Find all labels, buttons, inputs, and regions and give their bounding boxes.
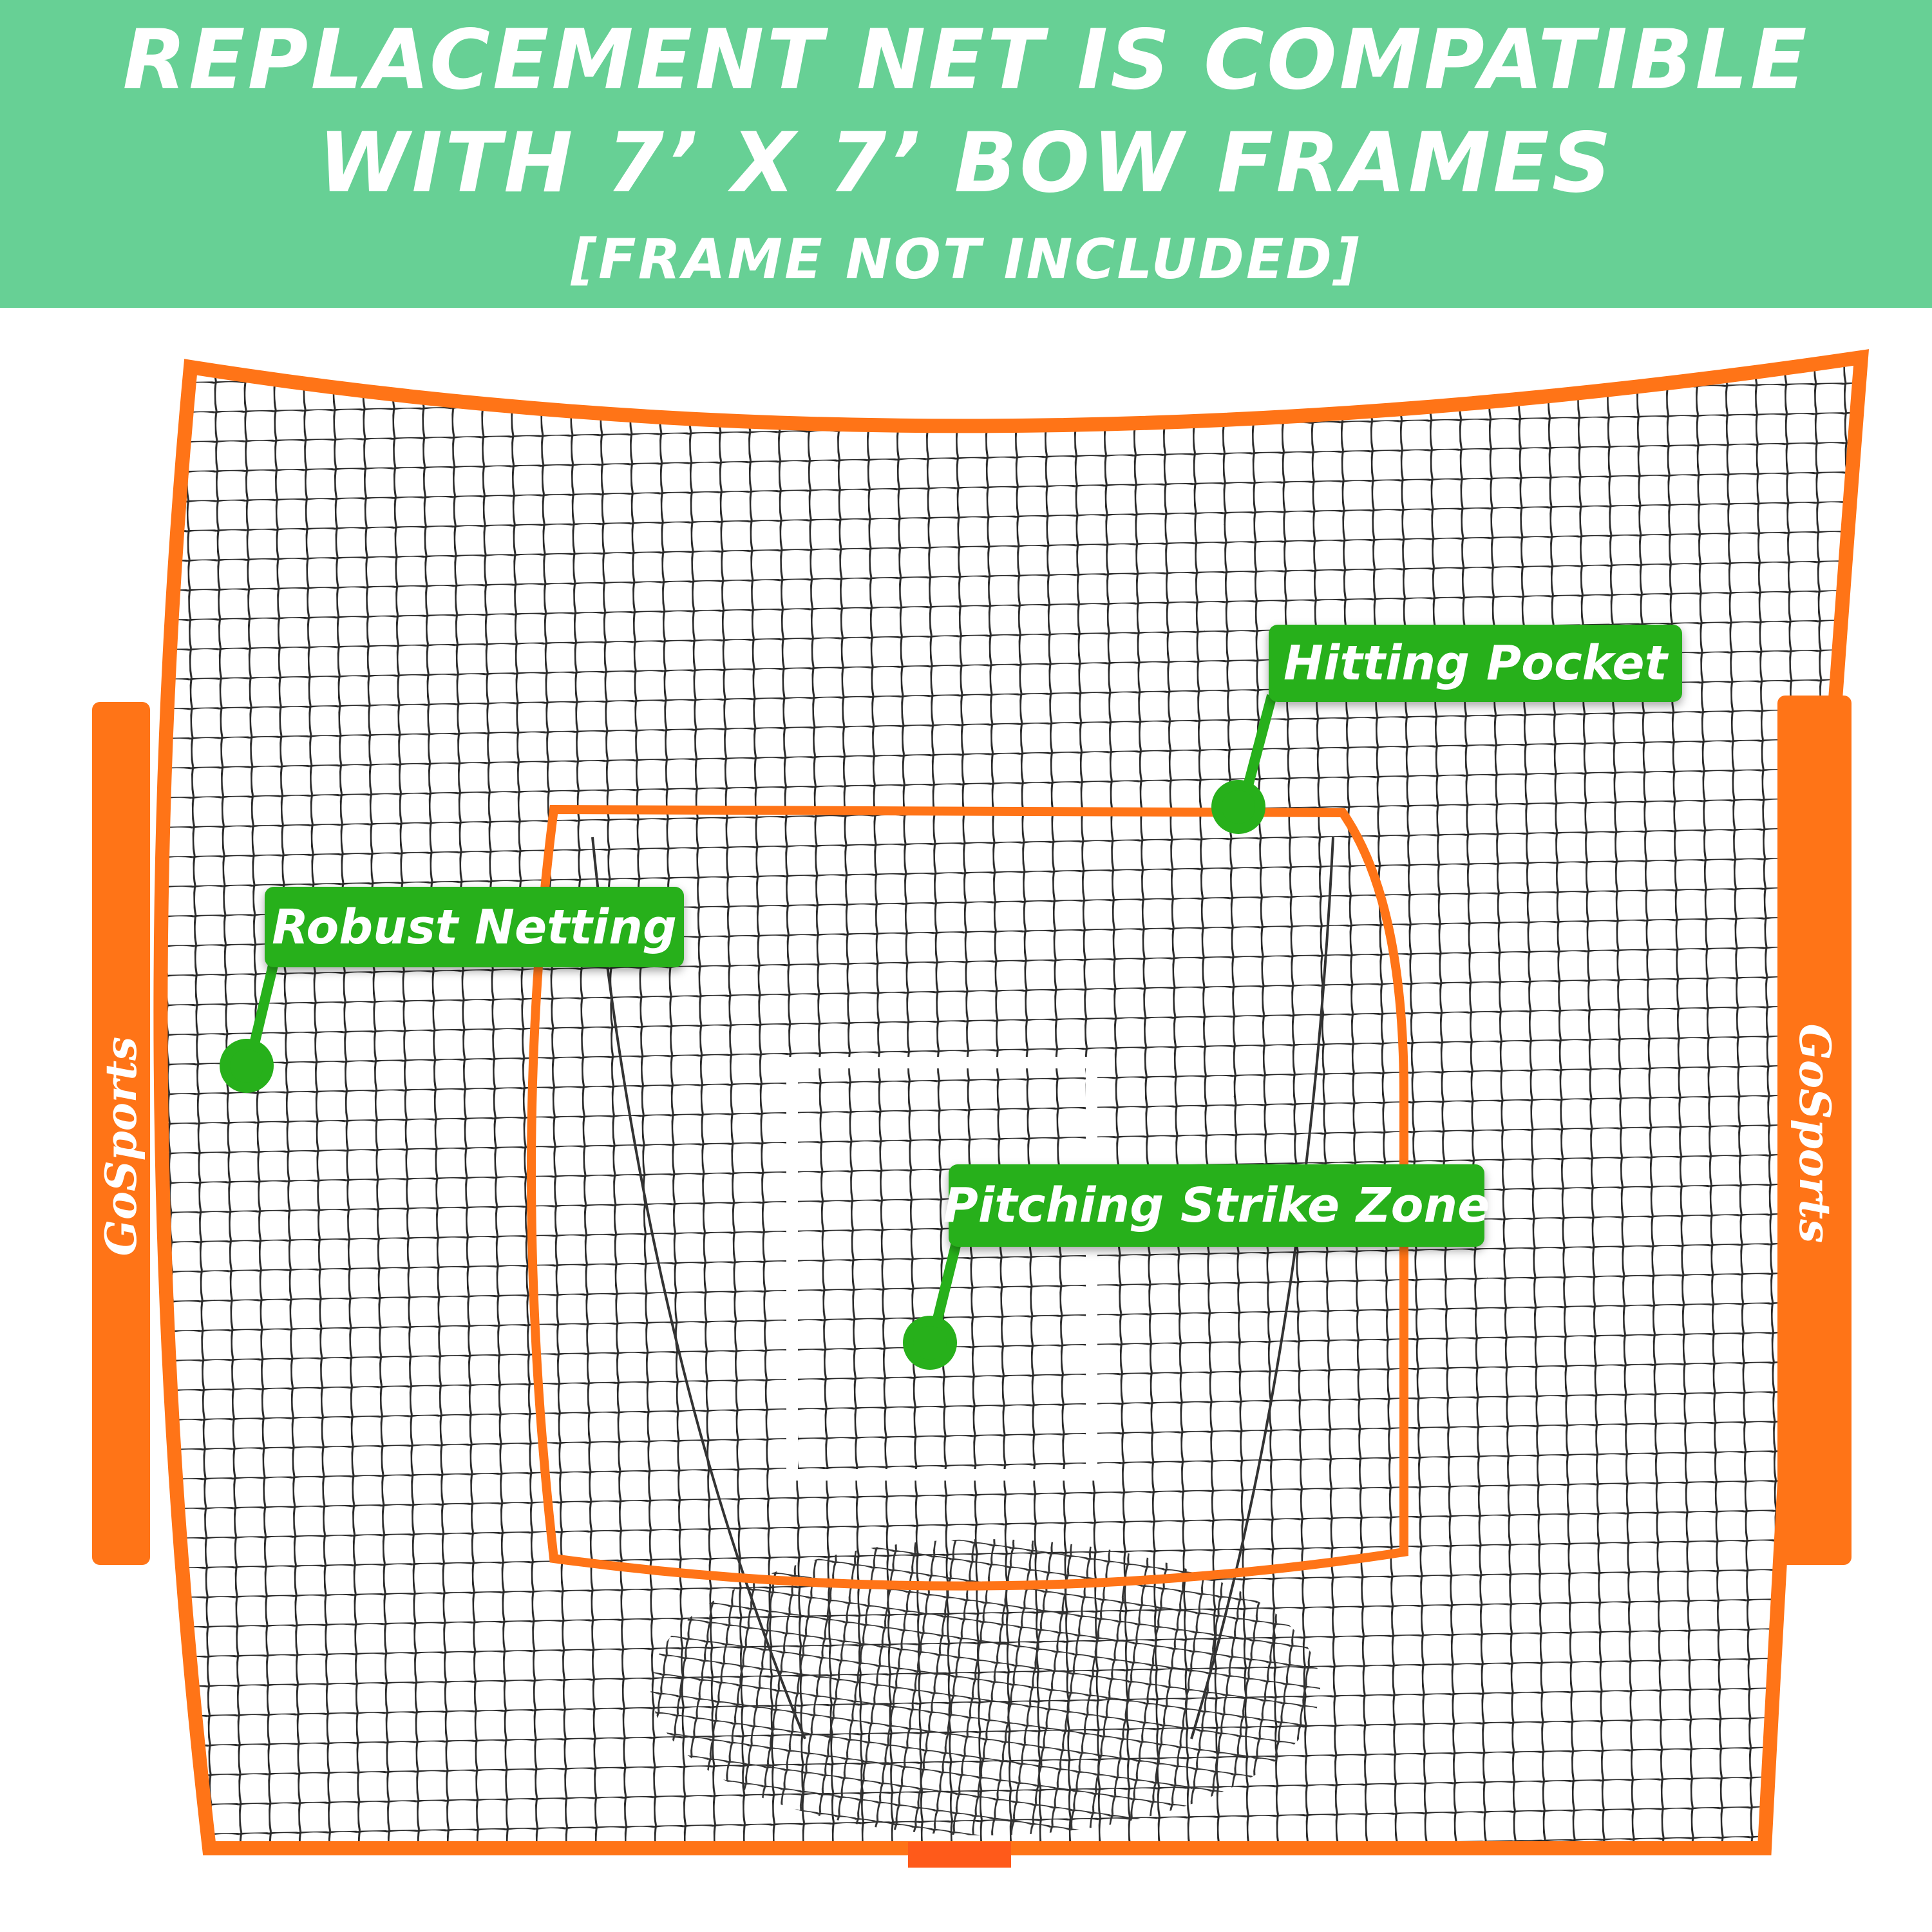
brand-logo-left: GoSports <box>96 1036 146 1256</box>
callout-robust-netting: Robust Netting <box>265 887 684 967</box>
brand-logo-right: GoSports <box>1790 1023 1840 1244</box>
bottom-tab <box>908 1842 1011 1868</box>
hitting-pocket-frame <box>527 804 1408 1591</box>
headline-line-1: REPLACEMENT NET IS COMPATIBLE <box>122 12 1810 108</box>
header-banner: REPLACEMENT NET IS COMPATIBLE WITH 7’ X … <box>0 0 1932 308</box>
left-side-pad <box>92 702 150 1565</box>
callout-strike-zone: Pitching Strike Zone <box>943 1164 1490 1247</box>
strike-zone-target <box>786 1057 1097 1481</box>
headline-note: [FRAME NOT INCLUDED] <box>571 227 1361 292</box>
callout-hitting-pocket: Hitting Pocket <box>1269 625 1682 702</box>
right-side-pad <box>1777 696 1852 1565</box>
pocket-bag <box>650 1539 1320 1835</box>
callout-lines <box>220 694 1277 1370</box>
headline-line-2: WITH 7’ X 7’ BOW FRAMES <box>318 115 1614 211</box>
